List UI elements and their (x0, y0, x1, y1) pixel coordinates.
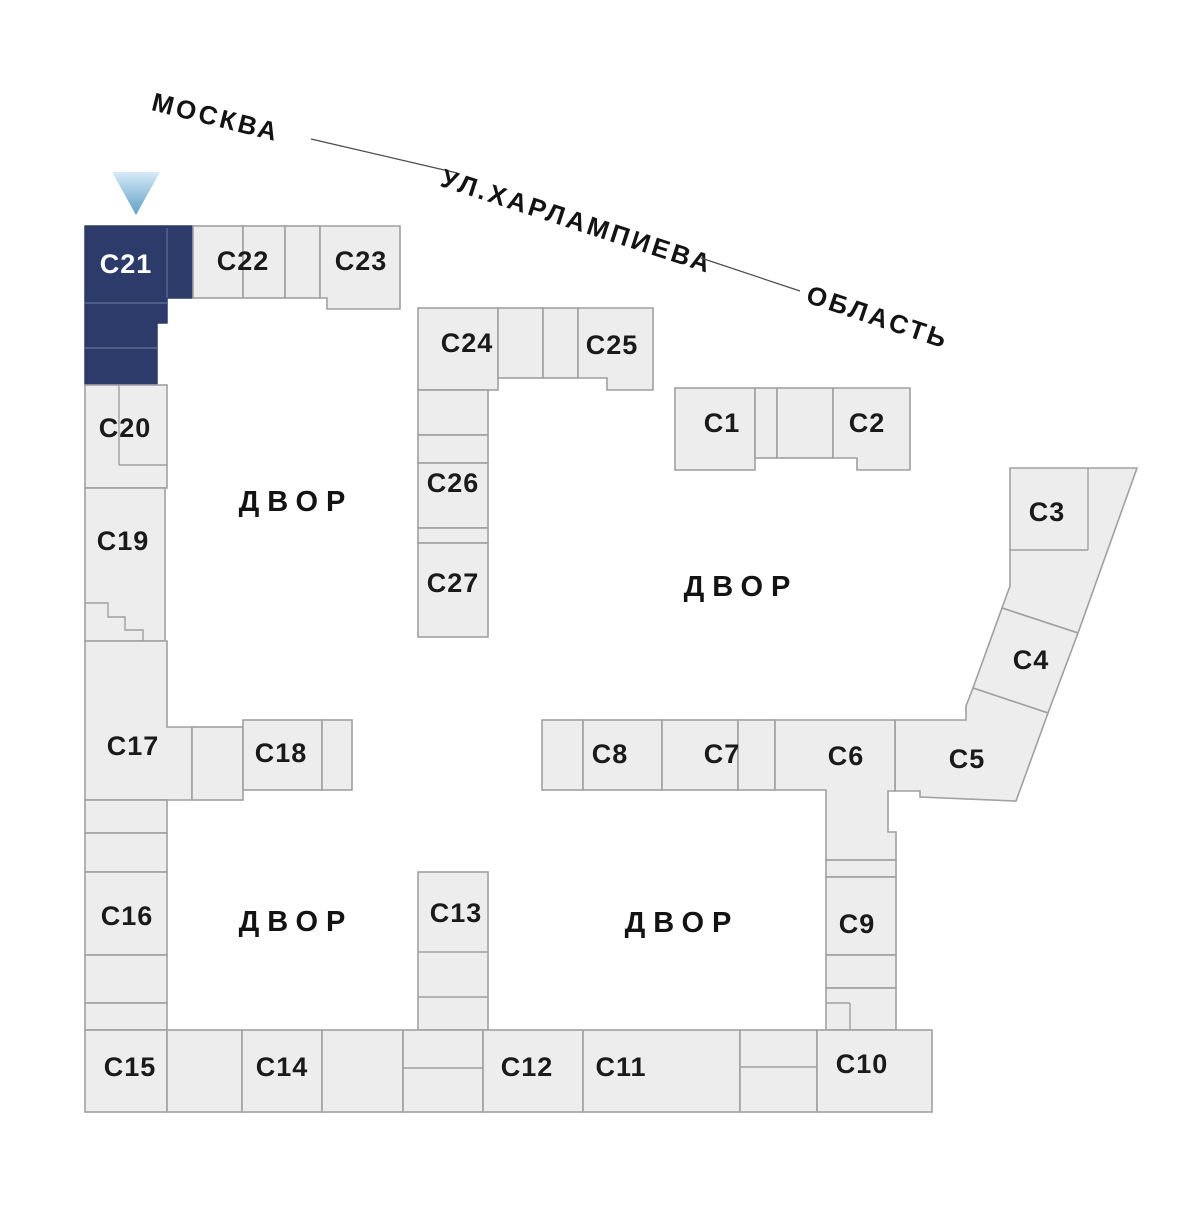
building-c20[interactable] (84, 384, 168, 489)
building-section (417, 434, 489, 464)
building-c27[interactable] (417, 542, 489, 638)
building-c13-section-lines (418, 951, 488, 998)
building-c16-label: С16 (101, 901, 154, 931)
building-c6[interactable] (774, 719, 897, 861)
building-c23[interactable] (319, 225, 401, 310)
building-c10-label: С10 (836, 1049, 889, 1079)
building-c14-label: С14 (256, 1052, 309, 1082)
building-c16[interactable] (84, 871, 168, 956)
courtyard-labels: ДВОР ДВОР ДВОР ДВОР (239, 486, 799, 939)
building-c18[interactable] (242, 719, 323, 791)
building-section (284, 225, 321, 299)
building-c21-label: С21 (100, 249, 153, 279)
building-section (739, 1029, 818, 1113)
building-c10[interactable] (816, 1029, 933, 1113)
building-section (402, 1029, 484, 1113)
building-c4-label: С4 (1013, 645, 1050, 675)
building-section (542, 307, 579, 379)
building-c19[interactable] (84, 487, 166, 642)
building-c17-label: С17 (107, 731, 160, 761)
building-section (776, 387, 834, 459)
building-c8[interactable] (582, 719, 663, 791)
building-c26-label: С26 (427, 468, 480, 498)
building-c14[interactable] (241, 1029, 323, 1113)
building-c25[interactable] (577, 307, 654, 391)
building-c19-label: С19 (97, 526, 150, 556)
street-divider-line-left (310, 138, 458, 174)
building-c3-section-lines (1010, 468, 1089, 551)
building-c20-label: С20 (99, 413, 152, 443)
building-c23-label: С23 (335, 246, 388, 276)
street-divider-line-right (700, 257, 801, 292)
building-section (737, 719, 776, 791)
building-section (84, 954, 168, 1004)
building-c24[interactable] (417, 307, 499, 391)
building-c9[interactable] (825, 876, 897, 956)
building-c7[interactable] (661, 719, 739, 791)
courtyard-label-bottom-left: ДВОР (239, 906, 354, 938)
building-section (84, 799, 168, 834)
building-c3-label: С3 (1029, 497, 1066, 527)
courtyard-label-right: ДВОР (684, 571, 799, 603)
building-c6-label: С6 (828, 741, 865, 771)
building-c12-label: С12 (501, 1052, 554, 1082)
building-c27-label: С27 (427, 568, 480, 598)
building-section (166, 1029, 243, 1113)
building-c18-label: С18 (255, 738, 308, 768)
building-section (321, 1029, 404, 1113)
building-section (417, 389, 489, 436)
building-c22[interactable] (192, 225, 244, 299)
building-c21-section-lines (85, 228, 168, 349)
building-c24-label: С24 (441, 328, 494, 358)
building-section (84, 1002, 168, 1031)
building-c15-label: С15 (104, 1052, 157, 1082)
building-c2-label: С2 (849, 408, 886, 438)
building-c22-label: С22 (217, 246, 270, 276)
building-section (541, 719, 584, 791)
building-c13-label: С13 (430, 898, 483, 928)
building-section (321, 719, 353, 791)
courtyard-label-top-left: ДВОР (239, 486, 354, 518)
building-c26[interactable] (417, 462, 489, 529)
building-c1[interactable] (674, 387, 756, 471)
building-c11-label: С11 (595, 1052, 646, 1082)
building-c19-stair-lines (85, 602, 144, 641)
selected-building-marker-icon (112, 172, 160, 215)
building-section (825, 859, 897, 878)
building-section (191, 726, 244, 801)
building-section (497, 307, 544, 379)
building-section (825, 954, 897, 989)
building-section (417, 527, 489, 544)
courtyard-label-bottom-right: ДВОР (625, 907, 740, 939)
building-c1-label: С1 (704, 408, 741, 438)
building-labels: С21 С22 С23 С24 С25 С26 С27 С1 С2 С3 С4 … (97, 246, 1066, 1082)
building-c8-label: С8 (592, 739, 629, 769)
building-section (825, 987, 897, 1031)
building-c5-label: С5 (949, 744, 986, 774)
building-c7-label: С7 (704, 739, 741, 769)
building-c20-section-lines (118, 385, 167, 466)
building-section (84, 832, 168, 873)
building-section (754, 387, 778, 459)
building-c2[interactable] (832, 387, 911, 471)
building-c9-label: С9 (839, 909, 876, 939)
building-c13[interactable] (417, 871, 489, 1031)
building-c5[interactable] (894, 687, 1050, 802)
building-section-lines (826, 1002, 851, 1030)
building-c25-label: С25 (586, 330, 639, 360)
building-c22-section (242, 225, 286, 299)
